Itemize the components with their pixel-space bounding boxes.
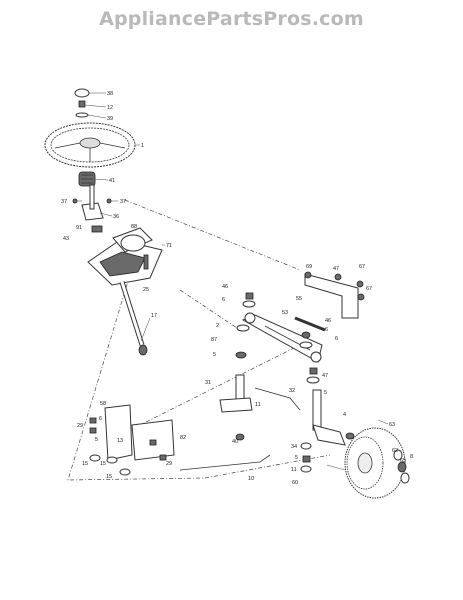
callout-53: 53	[282, 310, 288, 316]
callout-6-d: 6	[99, 416, 102, 422]
callout-39: 39	[107, 116, 113, 122]
callout-11: 11	[255, 402, 261, 408]
pivot-bar	[241, 312, 323, 363]
axle-bracket	[294, 271, 365, 332]
hardware-stack	[235, 292, 320, 384]
callout-11-b: 11	[291, 467, 297, 473]
callout-67: 67	[359, 264, 365, 270]
callout-58: 58	[100, 401, 106, 407]
callout-67-b: 67	[366, 286, 372, 292]
callout-47: 47	[333, 266, 339, 272]
callout-65: 65	[400, 458, 406, 464]
callout-91: 91	[76, 225, 82, 231]
callout-55: 55	[296, 296, 302, 302]
steering-cap	[74, 88, 90, 98]
callout-37-left: 37	[61, 199, 67, 205]
callout-82: 82	[180, 435, 186, 441]
callout-87: 87	[211, 337, 217, 343]
callout-37-right: 37	[120, 199, 126, 205]
callout-46-b: 46	[325, 318, 331, 324]
sector-plate	[89, 404, 175, 476]
callout-46: 46	[222, 284, 228, 290]
callout-88: 88	[131, 224, 137, 230]
callout-40: 40	[232, 439, 238, 445]
callout-25: 25	[143, 287, 149, 293]
callout-63: 63	[389, 422, 395, 428]
callout-32: 32	[289, 388, 295, 394]
callout-29-b: 29	[166, 461, 172, 467]
callout-62: 62	[392, 448, 398, 454]
callout-13: 13	[117, 438, 123, 444]
watermark: AppliancePartsPros.com	[99, 8, 364, 30]
callout-29: 29	[77, 423, 83, 429]
callout-38: 38	[107, 91, 113, 97]
callout-15-b: 15	[100, 461, 106, 467]
callout-12: 12	[107, 105, 113, 111]
steering-shaft	[119, 281, 148, 356]
callout-17: 17	[151, 313, 157, 319]
callout-4: 4	[343, 412, 346, 418]
callout-34: 34	[291, 444, 297, 450]
steering-adapter	[78, 171, 96, 187]
callout-labels: 38 12 39 1 41 37 37 36 91 88 43 71 25 17…	[61, 91, 413, 486]
callout-6: 6	[222, 297, 225, 303]
callout-31: 31	[205, 380, 211, 386]
callout-60: 60	[292, 480, 298, 486]
callout-6-b: 6	[325, 327, 328, 333]
leader-lines	[77, 92, 389, 471]
callout-6-c: 6	[335, 336, 338, 342]
steering-wheel	[44, 122, 136, 168]
callout-47-b: 47	[322, 373, 328, 379]
callout-5-c: 5	[295, 455, 298, 461]
callout-8: 8	[410, 454, 413, 460]
drag-link	[179, 387, 301, 471]
left-spindle	[219, 374, 253, 441]
front-wheel	[344, 427, 410, 499]
callout-10: 10	[248, 476, 254, 482]
shaft-bracket	[72, 184, 112, 221]
right-spindle	[300, 389, 355, 473]
callout-5-d: 5	[95, 437, 98, 443]
steering-cap-assembly	[74, 88, 90, 118]
callout-5: 5	[213, 352, 216, 358]
callout-15-a: 15	[82, 461, 88, 467]
callout-69: 69	[306, 264, 312, 270]
callout-36: 36	[113, 214, 119, 220]
callout-2: 2	[216, 323, 219, 329]
callout-71: 71	[166, 243, 172, 249]
steering-gear-housing	[87, 225, 163, 286]
washer	[75, 112, 89, 118]
callout-43: 43	[63, 236, 69, 242]
callout-15-c: 15	[106, 474, 112, 480]
callout-41: 41	[109, 178, 115, 184]
hex-nut	[78, 100, 86, 108]
callout-5-b: 5	[324, 390, 327, 396]
callout-1: 1	[141, 143, 144, 149]
